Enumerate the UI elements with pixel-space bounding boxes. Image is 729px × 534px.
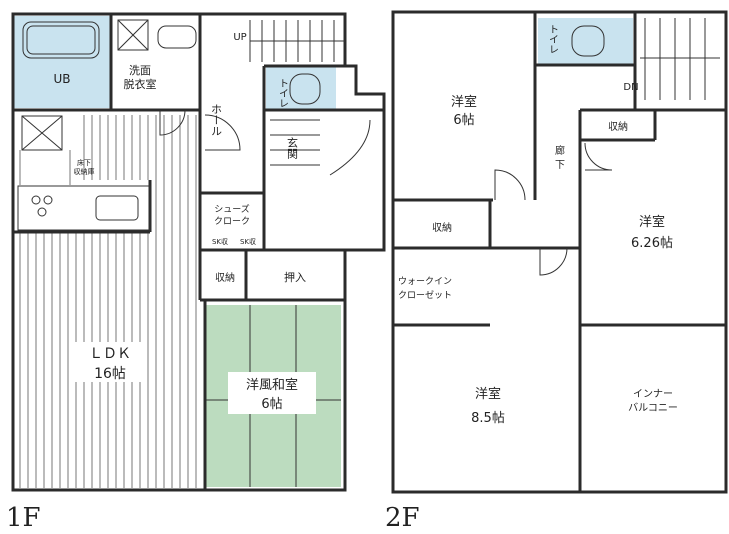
floor-2-label: 2F (385, 503, 420, 533)
stove-burner-2 (43, 195, 53, 205)
western-a-door (494, 169, 526, 201)
storage-2f-left-label: 収納 (432, 221, 452, 234)
toilet-2f-label: トイレ (547, 24, 559, 54)
wash-basin (157, 25, 197, 49)
washitsu-label-1: 洋風和室 (246, 377, 298, 393)
walkin-label-1: ウォークイン (398, 276, 452, 287)
entrance-door (329, 119, 371, 176)
stove-burner-3 (37, 207, 47, 217)
walkin-door (539, 247, 568, 276)
oshiire-label: 押入 (284, 270, 306, 284)
western-b-label-1: 洋室 (639, 214, 665, 230)
underfloor-label-1: 床下 (77, 158, 91, 167)
ub-label: UB (53, 72, 70, 86)
stair-up-label: UP (233, 32, 246, 43)
floor-1-interior-walls (13, 14, 384, 490)
corridor-label-1: 廊 (555, 144, 565, 157)
washitsu-label-2: 6帖 (261, 397, 282, 412)
shoes-small-label-1: SK収 (212, 238, 228, 246)
western-a-label-2: 6帖 (453, 113, 474, 128)
corridor-label-2: 下 (555, 160, 565, 171)
entrance-label: 玄関 (286, 136, 299, 159)
kitchen-sink (95, 195, 139, 221)
storage-1f-label: 収納 (215, 271, 235, 284)
bathtub (22, 21, 100, 59)
shoes-small-label-2: SK収 (240, 238, 256, 246)
ldk-label-2: 16帖 (94, 366, 126, 382)
hall-door (204, 114, 241, 151)
bathtub-inner (26, 25, 96, 55)
walkin-label-2: クローゼット (398, 289, 452, 301)
toilet-bowl-2f (571, 25, 605, 57)
western-c-label-2: 8.5帖 (471, 411, 505, 426)
kitchen-counter (17, 185, 151, 231)
toilet-bowl-1f (289, 73, 321, 105)
stair-down-label: DN (623, 82, 638, 93)
fridge (21, 115, 63, 151)
shoes-label-1: シューズ (214, 203, 250, 215)
washing-machine (117, 19, 149, 51)
ldk-label-bg (75, 342, 145, 382)
ldk-label-1: ＬＤＫ (89, 346, 131, 362)
floor-1: UB 洗面 脱衣室 床下 収納庫 ＬＤＫ 16帖 UP ホール トイレ 玄関 シ… (6, 12, 386, 533)
floor-2: 洋室 6帖 トイレ DN 廊 下 収納 収納 洋室 6.26帖 ウォークイン ク… (385, 10, 728, 533)
western-c-label-1: 洋室 (475, 386, 501, 402)
balcony-label-1: インナー (633, 388, 673, 400)
underfloor-label-2: 収納庫 (74, 167, 95, 176)
floor-1-outer-wall (11, 12, 386, 492)
washroom-label-2: 脱衣室 (124, 77, 157, 91)
shoes-label-2: クローク (214, 216, 250, 227)
stove-burner-1 (31, 195, 41, 205)
toilet-1f-fill (266, 66, 336, 110)
stairs-1f (249, 20, 345, 166)
washroom-door (159, 109, 186, 136)
western-a-label-1: 洋室 (451, 94, 477, 110)
washroom-label-1: 洗面 (129, 64, 151, 77)
ub-fill (14, 16, 111, 108)
hall-label: ホール (210, 103, 223, 136)
storage-2f-right-label: 収納 (608, 120, 628, 133)
western-b-label-2: 6.26帖 (631, 236, 673, 251)
western-b-door (584, 142, 613, 171)
floor-1-label: 1F (6, 503, 41, 533)
ldk-floorboards (19, 115, 197, 488)
balcony-label-2: バルコニー (628, 402, 678, 414)
stairs-2f (640, 18, 720, 100)
toilet-1f-label: トイレ (277, 78, 289, 108)
washitsu-label-bg (228, 372, 316, 414)
floor-2-interior-walls (393, 12, 726, 492)
floor-2-outer-wall (391, 10, 728, 494)
